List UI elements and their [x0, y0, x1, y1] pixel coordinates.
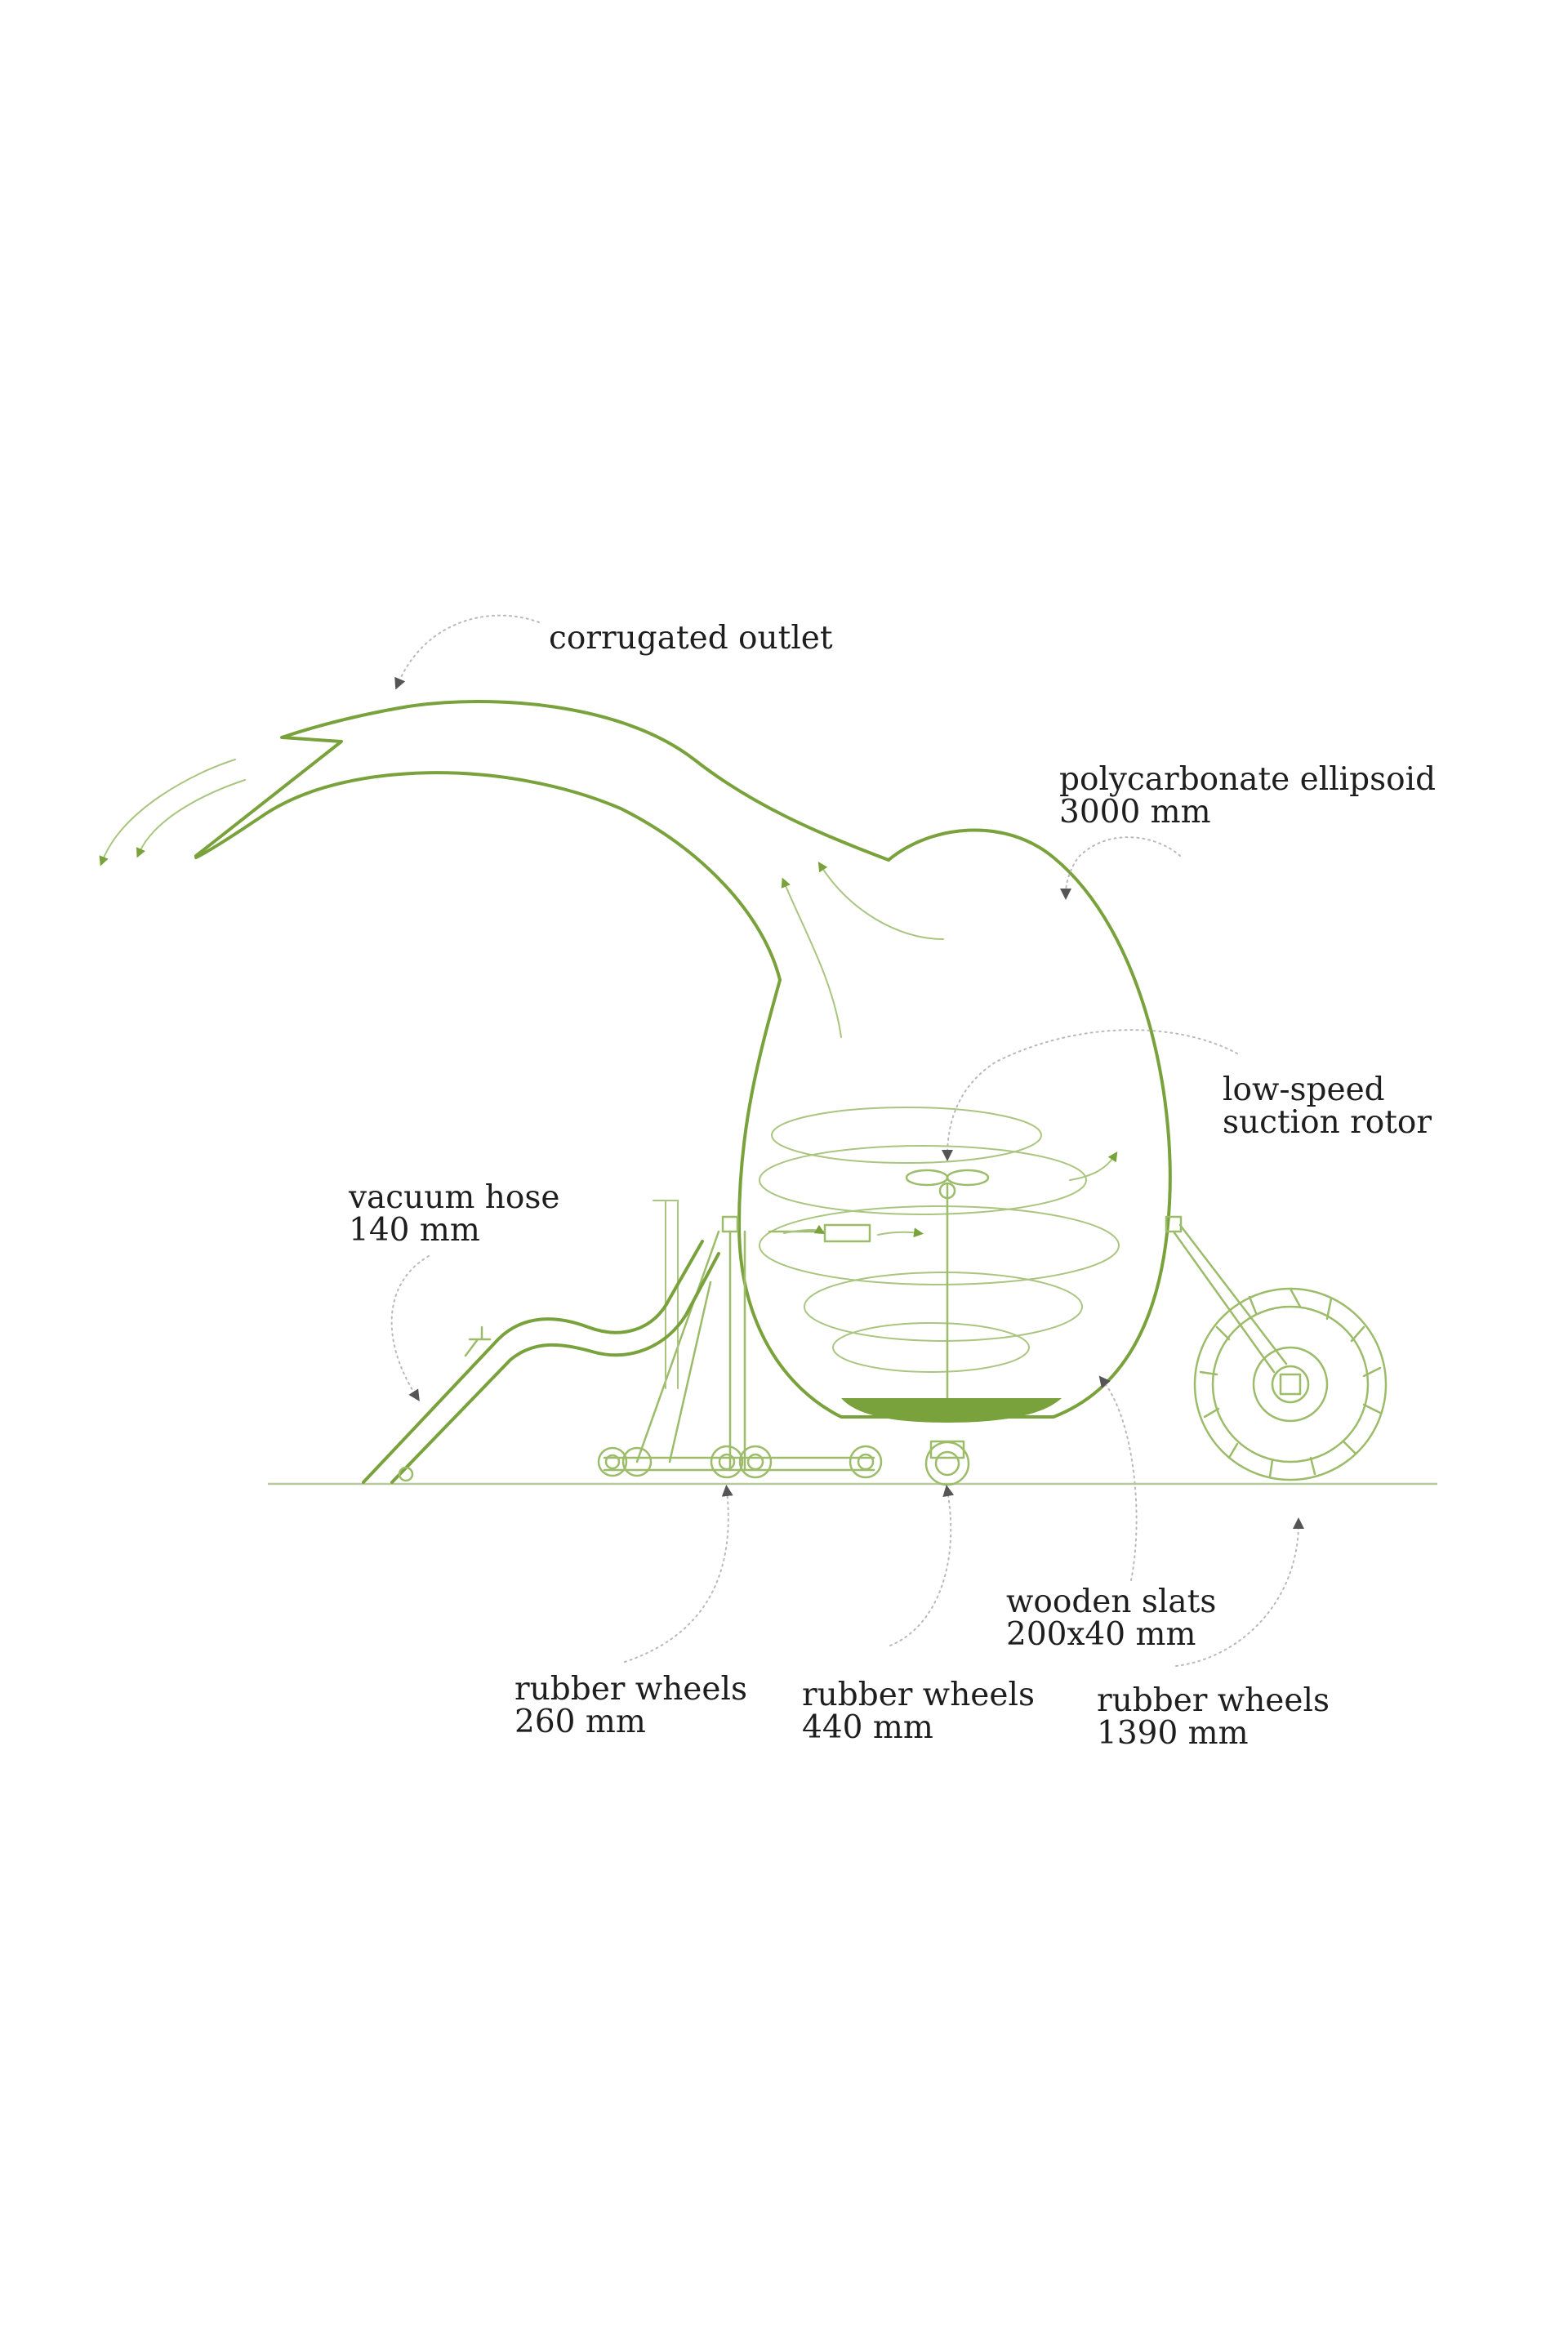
outlet-upper-edge: [194, 699, 890, 862]
small-wheels: [597, 1445, 883, 1479]
suction-vortex: [759, 1107, 1120, 1373]
label-vacuum-hose: vacuum hose 140 mm: [349, 1182, 559, 1247]
internal-flow-arrow-1: [781, 877, 842, 1038]
support-frame: [603, 1200, 1288, 1472]
label-suction-rotor: low-speed suction rotor: [1223, 1074, 1432, 1139]
leader-corrugated-outlet: [394, 614, 540, 690]
corrugated-outlet-text: corrugated outlet: [549, 620, 833, 657]
wheels-mid-name: rubber wheels: [802, 1677, 1035, 1713]
duct-flow-arrow-2: [877, 1227, 924, 1238]
wheels-small-name: rubber wheels: [514, 1671, 747, 1708]
label-rubber-wheels-1390: rubber wheels 1390 mm: [1097, 1685, 1330, 1750]
leader-hose: [390, 1255, 430, 1401]
wheels-large-size: 1390 mm: [1097, 1715, 1249, 1752]
hose-name: vacuum hose: [349, 1179, 560, 1216]
wheels-small-size: 260 mm: [514, 1704, 646, 1740]
rotor-line-2: suction rotor: [1223, 1104, 1432, 1141]
rotor-line-1: low-speed: [1223, 1071, 1385, 1108]
slats-size: 200x40 mm: [1006, 1616, 1196, 1653]
label-corrugated-outlet: corrugated outlet: [549, 622, 833, 655]
internal-flow-arrow-2: [817, 861, 944, 940]
vacuum-hose: [362, 1240, 704, 1484]
slats-name: wooden slats: [1006, 1584, 1217, 1620]
ellipsoid-name: polycarbonate ellipsoid: [1059, 761, 1437, 798]
leader-wheels-mid: [889, 1485, 955, 1646]
medium-wheel: [924, 1440, 970, 1486]
outlet-lower-edge: [194, 771, 782, 982]
label-rubber-wheels-440: rubber wheels 440 mm: [802, 1679, 1035, 1744]
leader-wheels-small: [624, 1485, 733, 1663]
hose-size: 140 mm: [349, 1212, 480, 1249]
outflow-arrow-1: [99, 759, 236, 866]
ellipsoid-outline: [737, 828, 1172, 1419]
leader-slats: [1098, 1375, 1138, 1581]
leader-wheels-large: [1175, 1517, 1304, 1667]
leader-ellipsoid: [1060, 836, 1181, 900]
leader-rotor: [942, 1029, 1238, 1161]
label-polycarbonate-ellipsoid: polycarbonate ellipsoid 3000 mm: [1059, 764, 1436, 829]
suction-rotor: [905, 1169, 990, 1200]
hose-nozzle: [464, 1325, 492, 1357]
label-wooden-slats: wooden slats 200x40 mm: [1006, 1586, 1216, 1651]
large-wheel: [1193, 1287, 1388, 1481]
duct-flow-arrow: [783, 1224, 826, 1235]
ellipsoid-size: 3000 mm: [1059, 794, 1211, 831]
wheels-large-name: rubber wheels: [1097, 1682, 1330, 1719]
hose-wheel: [398, 1466, 414, 1482]
outflow-arrow-2: [136, 779, 246, 858]
label-rubber-wheels-260: rubber wheels 260 mm: [514, 1673, 747, 1739]
collected-material: [841, 1398, 1062, 1423]
vacuum-hose-inner: [390, 1252, 720, 1484]
wheels-mid-size: 440 mm: [802, 1709, 933, 1746]
